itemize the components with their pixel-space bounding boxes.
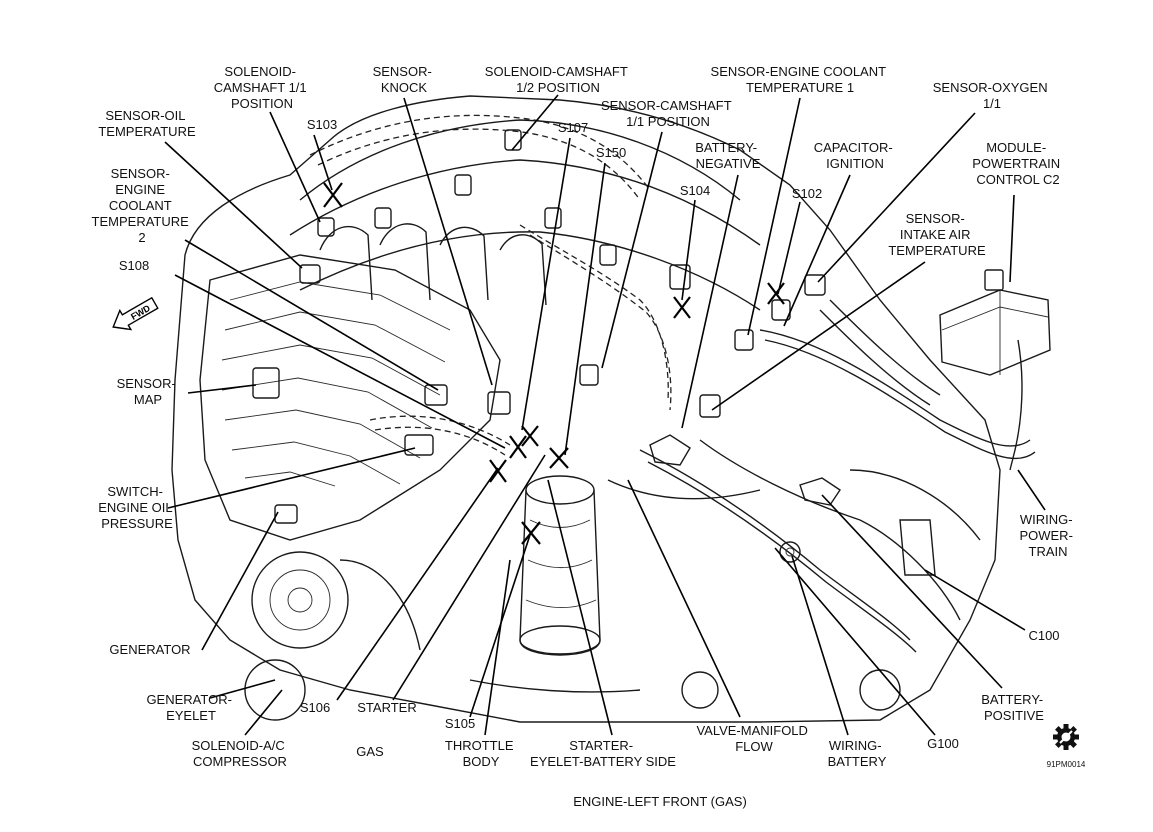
label-sensor-camshaft-11: SENSOR-CAMSHAFT 1/1 POSITION [601, 98, 735, 129]
label-sensor-map: SENSOR- MAP [117, 376, 180, 407]
label-sensor-oil-temperature: SENSOR-OIL TEMPERATURE [98, 108, 196, 139]
label-generator: GENERATOR [109, 642, 190, 657]
label-throttle-body: THROTTLE BODY [445, 738, 517, 769]
label-c100: C100 [1028, 628, 1059, 643]
label-s150: S150 [596, 145, 626, 160]
label-solenoid-camshaft-11: SOLENOID- CAMSHAFT 1/1 POSITION [214, 64, 311, 111]
engine-drawing [171, 95, 1051, 723]
labels: SOLENOID- CAMSHAFT 1/1 POSITION SENSOR- … [92, 64, 1076, 769]
leader-lines [164, 94, 1046, 736]
label-valve-manifold-flow: VALVE-MANIFOLD FLOW [696, 723, 811, 754]
label-s105: S105 [445, 716, 475, 731]
label-s107: S107 [558, 120, 588, 135]
label-starter: STARTER [357, 700, 416, 715]
fwd-arrow-icon: FWD [112, 296, 159, 331]
label-s104: S104 [680, 183, 710, 198]
label-g100: G100 [927, 736, 959, 751]
splice-marks [323, 182, 785, 545]
label-s102: S102 [792, 186, 822, 201]
label-battery-negative: BATTERY- NEGATIVE [695, 140, 761, 171]
label-sensor-ect2: SENSOR- ENGINE COOLANT TEMPERATURE 2 [92, 166, 193, 245]
label-wiring-battery: WIRING- BATTERY [828, 738, 887, 769]
label-sensor-knock: SENSOR- KNOCK [373, 64, 436, 95]
gear-icon [1053, 724, 1079, 750]
label-starter-eyelet-battery-side: STARTER- EYELET-BATTERY SIDE [530, 738, 676, 769]
label-s103: S103 [307, 117, 337, 132]
figure-caption: ENGINE-LEFT FRONT (GAS) [573, 794, 747, 809]
label-solenoid-ac-compressor: SOLENOID-A/C COMPRESSOR [192, 738, 289, 769]
label-solenoid-camshaft-12: SOLENOID-CAMSHAFT 1/2 POSITION [485, 64, 631, 95]
label-s106: S106 [300, 700, 330, 715]
figure-code: 91PM0014 [1047, 760, 1086, 769]
label-gas: GAS [356, 744, 384, 759]
label-wiring-powertrain: WIRING- POWER- TRAIN [1019, 512, 1076, 559]
label-capacitor-ignition: CAPACITOR- IGNITION [814, 140, 897, 171]
label-sensor-oxygen: SENSOR-OXYGEN 1/1 [933, 80, 1051, 111]
label-module-pcm: MODULE- POWERTRAIN CONTROL C2 [972, 140, 1064, 187]
label-switch-oil-pressure: SWITCH- ENGINE OIL PRESSURE [98, 484, 176, 531]
label-sensor-ect1: SENSOR-ENGINE COOLANT TEMPERATURE 1 [711, 64, 890, 95]
label-generator-eyelet: GENERATOR- EYELET [146, 692, 235, 723]
label-battery-positive: BATTERY- POSITIVE [981, 692, 1047, 723]
label-s108: S108 [119, 258, 149, 273]
label-sensor-iat: SENSOR- INTAKE AIR TEMPERATURE [888, 211, 986, 258]
